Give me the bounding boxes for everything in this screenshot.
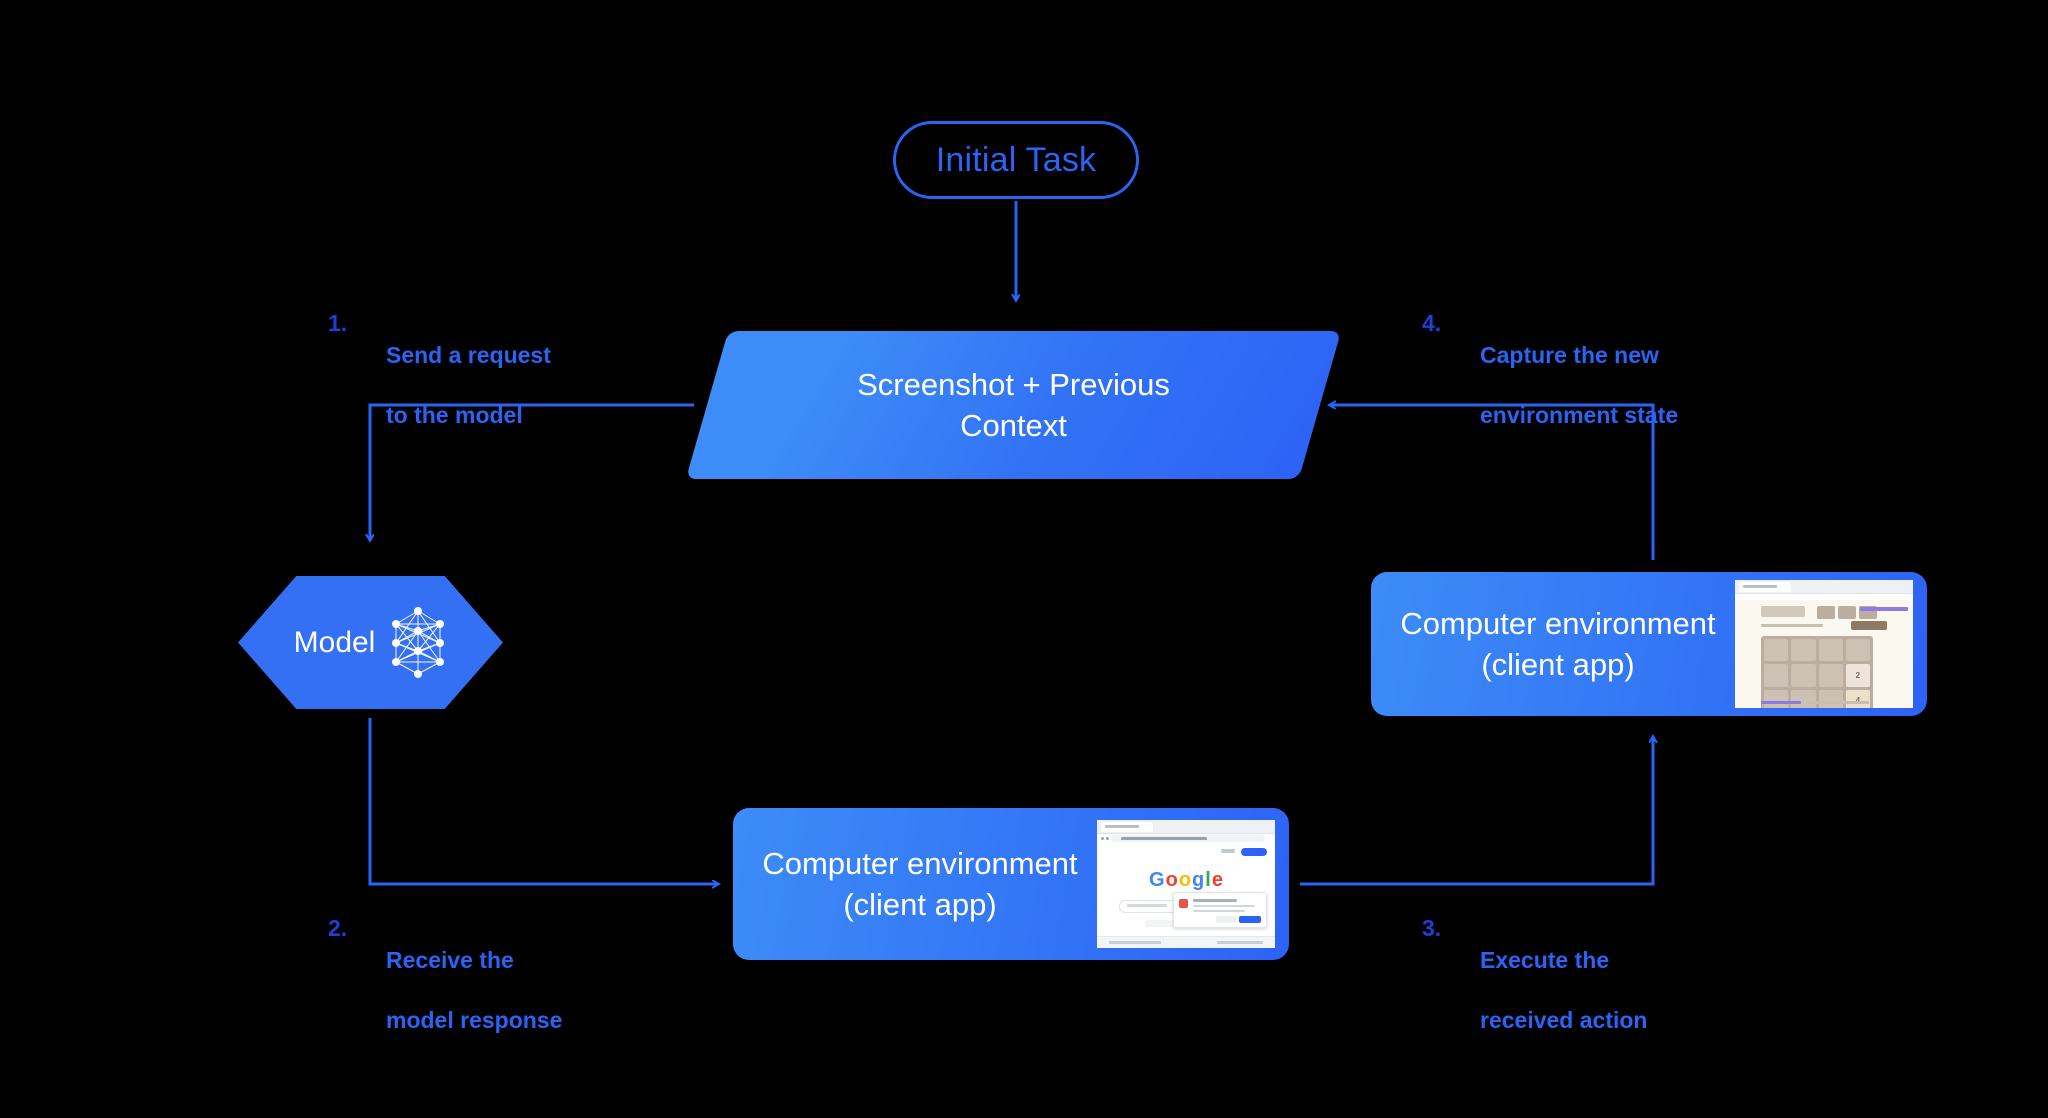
game2048-nav-links (1860, 607, 1908, 611)
dialog-title (1193, 899, 1237, 902)
env-card-right[interactable]: Computer environment (client app) (1371, 572, 1927, 716)
env-right-line2: (client app) (1481, 647, 1635, 682)
browser-forward-icon (1106, 837, 1109, 840)
game2048-tile (1764, 639, 1789, 662)
dialog-primary-button (1239, 916, 1261, 923)
google-footer (1097, 936, 1275, 948)
initial-task-label: Initial Task (935, 140, 1097, 179)
game2048-tile (1818, 689, 1843, 708)
env-bottom-line2: (client app) (843, 887, 997, 922)
screenshot-context-line2: Context (960, 408, 1067, 443)
step-1-line1: Send a request (386, 342, 551, 368)
google-search-button (1145, 920, 1175, 927)
game2048-tile (1818, 639, 1843, 662)
game2048-tile (1845, 639, 1870, 662)
step-4-label: 4. Capture the new environment state (1422, 310, 1678, 460)
step-3-number: 3. (1422, 915, 1442, 941)
step-1-label: 1. Send a request to the model (328, 310, 551, 460)
model-content: Model (238, 576, 503, 709)
dialog-body-line1 (1193, 905, 1255, 907)
step-2-line2: model response (386, 1007, 563, 1033)
browser-url-text (1121, 837, 1207, 840)
google-apps-icon (1221, 849, 1235, 853)
google-footer-left-links (1109, 941, 1161, 944)
browser-tab-title (1743, 585, 1777, 588)
step-4-line1: Capture the new (1480, 342, 1659, 368)
game2048-new-game-button (1851, 621, 1887, 630)
step-1-line2: to the model (386, 402, 523, 428)
arrow-model-to-env-bottom (368, 718, 718, 884)
game2048-tile: 4 (1845, 689, 1870, 708)
env-right-line1: Computer environment (1400, 606, 1716, 641)
step-2-label: 2. Receive the model response (328, 915, 562, 1065)
google-search-placeholder (1127, 904, 1167, 907)
game2048-subtitle (1761, 624, 1823, 627)
step-4-text: Capture the new environment state (1480, 310, 1678, 460)
step-3-line2: received action (1480, 1007, 1648, 1033)
model-label: Model (293, 625, 376, 659)
step-1-number: 1. (328, 310, 348, 336)
step-3-text: Execute the received action (1480, 915, 1647, 1065)
env-bottom-caption: Computer environment (client app) (733, 843, 1097, 925)
step-2-text: Receive the model response (386, 915, 562, 1065)
game2048-page: 2 4 4 8 (1735, 600, 1913, 708)
game2048-tile (1791, 664, 1816, 687)
screenshot-context-node[interactable]: Screenshot + Previous Context (685, 331, 1342, 479)
model-shape (238, 576, 503, 709)
google-signin-button (1241, 848, 1267, 856)
game2048-tile (1818, 664, 1843, 687)
browser-tab-title (1105, 825, 1139, 828)
game2048-grid: 2 4 4 8 (1761, 636, 1873, 708)
step-3-line1: Execute the (1480, 947, 1610, 973)
dialog-icon (1179, 899, 1188, 908)
game2048-title (1761, 606, 1805, 617)
game2048-tile (1791, 639, 1816, 662)
game2048-footer-text (1807, 701, 1869, 704)
game2048-tile: 2 (1845, 664, 1870, 687)
arrow-env-bottom-to-env-right (1300, 737, 1653, 886)
screenshot-context-line1: Screenshot + Previous (857, 367, 1170, 402)
step-4-number: 4. (1422, 310, 1442, 336)
game2048-screenshot-thumbnail: 2 4 4 8 (1735, 580, 1913, 708)
game2048-tile (1764, 689, 1789, 708)
browser-back-icon (1101, 837, 1104, 840)
dialog-secondary-button (1216, 916, 1236, 923)
step-3-label: 3. Execute the received action (1422, 915, 1647, 1065)
step-4-line2: environment state (1480, 402, 1679, 428)
google-footer-right-links (1217, 941, 1263, 944)
step-2-line1: Receive the (386, 947, 514, 973)
screenshot-context-text: Screenshot + Previous Context (707, 331, 1320, 479)
google-dialog-popup (1173, 892, 1267, 928)
env-bottom-line1: Computer environment (762, 846, 1078, 881)
game2048-tile (1791, 689, 1816, 708)
dialog-body-line2 (1193, 910, 1245, 912)
model-node[interactable]: Model (238, 576, 503, 709)
step-1-text: Send a request to the model (386, 310, 551, 460)
neural-network-icon (392, 606, 445, 678)
env-right-caption: Computer environment (client app) (1371, 603, 1735, 685)
game2048-footer-link (1761, 701, 1801, 704)
initial-task-node[interactable]: Initial Task (893, 121, 1139, 199)
game2048-tile (1764, 664, 1789, 687)
step-2-number: 2. (328, 915, 348, 941)
